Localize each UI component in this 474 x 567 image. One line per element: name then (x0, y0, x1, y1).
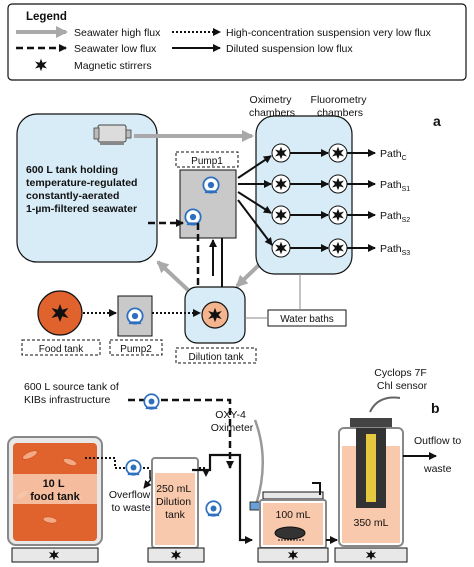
pump2-label: Pump2 (120, 344, 152, 355)
fluorometry-label: Fluorometry chambers (311, 94, 370, 119)
source-pump-icon (143, 393, 160, 410)
pump1-head-icon (202, 176, 220, 194)
oxy4-label: OXY-4 Oximeter (211, 409, 254, 434)
seawater-tank-600l (16, 113, 158, 263)
chamber-100ml-label: 100 mL (275, 509, 310, 521)
chiller-device-icon (93, 124, 132, 145)
legend-label-high-flux: Seawater high flux (74, 27, 161, 39)
legend-title: Legend (26, 11, 67, 23)
chamber-350ml-label: 350 mL (353, 517, 388, 529)
pump1-head2-icon (184, 208, 202, 226)
cyclops-label: Cyclops 7F Chl sensor (374, 367, 429, 392)
highflux-return-left-arrow (156, 260, 190, 292)
water-baths-label: Water baths (280, 314, 334, 325)
dilution-tank-label: Dilution tank (188, 352, 244, 363)
path-row-c: PathC (271, 143, 407, 163)
oximetry-label: Oximetry chambers (249, 94, 295, 119)
cyclops-cable (369, 396, 401, 413)
chamber-100ml-lid (262, 491, 324, 500)
legend-label-stirrers: Magnetic stirrers (74, 60, 152, 72)
panel-a: a 600 L tank holding temperature-regulat… (16, 94, 441, 364)
highflux-return-right-arrow (235, 260, 264, 288)
cyclops-cap (350, 418, 392, 428)
food-pump-icon (125, 459, 142, 476)
pump2-head-icon (126, 307, 144, 325)
pump1-label-box (175, 151, 239, 168)
dilution-to-100ml-line (192, 453, 250, 542)
panel-a-label: a (433, 113, 441, 129)
path-s3-label: PathS3 (380, 243, 410, 257)
dilution-250ml-liquid (155, 473, 195, 545)
outflow-label: Outflow to waste (414, 435, 464, 475)
dilution-250ml-label: 250 mL Dilution tank (156, 483, 194, 521)
pump1-to-chambers-lines (237, 155, 273, 246)
panel-b: b 600 L source tank of KIBs infrastructu… (7, 367, 464, 563)
legend: Legend Seawater high flux High-concentra… (7, 3, 467, 81)
path-c-label: PathC (380, 148, 407, 162)
food-tank-label-box (21, 339, 101, 356)
path-row-s3: PathS3 (271, 238, 410, 258)
food-tank-10l-label: 10 L food tank (30, 478, 80, 503)
panel-b-label: b (431, 400, 440, 416)
overflow-left-label: Overflow to waste (109, 489, 153, 514)
food-tank-label: Food tank (39, 344, 84, 355)
oximeter-fiber-cable (253, 419, 264, 506)
path-row-s1: PathS1 (271, 174, 410, 194)
dilution-pump-icon (205, 500, 222, 517)
source-tank-label: 600 L source tank of KIBs infrastructure (24, 381, 122, 406)
pump2-label-box (109, 339, 163, 356)
pump1-label: Pump1 (191, 156, 223, 167)
legend-box (7, 3, 467, 81)
path-row-s2: PathS2 (271, 205, 410, 225)
legend-label-diluted: Diluted suspension low flux (226, 43, 353, 55)
source-lowflux-line (128, 398, 234, 469)
dilution-tank-label-box (175, 347, 257, 364)
overflow-left-arrow (143, 477, 153, 489)
chamber-top-outlet (312, 482, 321, 495)
legend-label-low-flux: Seawater low flux (74, 43, 157, 55)
cyclops-sensor-window (366, 434, 376, 502)
legend-label-very-low-flux: High-concentration suspension very low f… (226, 27, 432, 39)
path-s1-label: PathS1 (380, 179, 410, 193)
path-s2-label: PathS2 (380, 210, 410, 224)
food-tank-label-band (13, 474, 97, 504)
mussel-icon (274, 526, 306, 540)
tank-description: 600 L tank holding temperature-regulated… (26, 164, 140, 215)
